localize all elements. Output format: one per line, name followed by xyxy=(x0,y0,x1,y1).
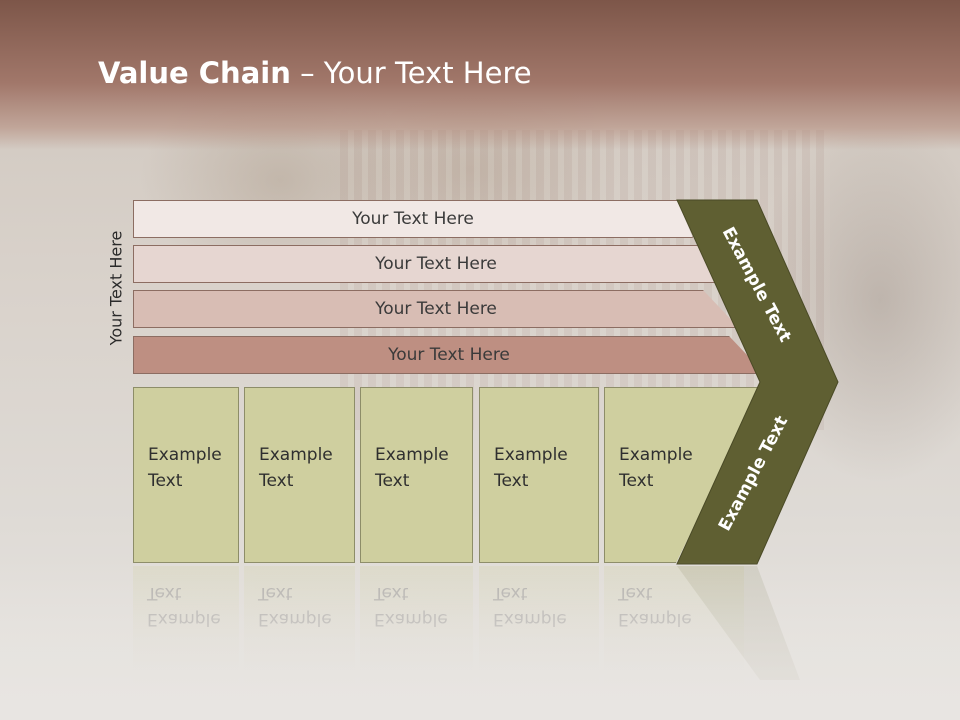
title-rest: – Your Text Here xyxy=(290,56,532,90)
box-2-line2: Text xyxy=(259,471,294,491)
box-3-line2: Text xyxy=(375,471,410,491)
box-4[interactable]: Example Text xyxy=(479,387,599,563)
bar-3[interactable]: Your Text Here xyxy=(133,290,739,328)
box-5-line2: Text xyxy=(619,471,654,491)
box-1[interactable]: Example Text xyxy=(133,387,239,563)
chevron-shape[interactable] xyxy=(676,199,839,565)
slide-title[interactable]: Value Chain – Your Text Here xyxy=(98,56,532,90)
bar-2[interactable]: Your Text Here xyxy=(133,245,739,283)
box-1-line1: Example xyxy=(148,445,222,465)
header-band xyxy=(0,0,960,150)
bottom-fade xyxy=(0,560,960,720)
bar-1[interactable]: Your Text Here xyxy=(133,200,693,238)
box-1-line2: Text xyxy=(148,471,183,491)
title-bold: Value Chain xyxy=(98,56,291,90)
box-3[interactable]: Example Text xyxy=(360,387,473,563)
box-5-line1: Example xyxy=(619,445,693,465)
box-2-line1: Example xyxy=(259,445,333,465)
box-4-line2: Text xyxy=(494,471,529,491)
box-3-line1: Example xyxy=(375,445,449,465)
bar-4[interactable]: Your Text Here xyxy=(133,336,765,374)
box-4-line1: Example xyxy=(494,445,568,465)
